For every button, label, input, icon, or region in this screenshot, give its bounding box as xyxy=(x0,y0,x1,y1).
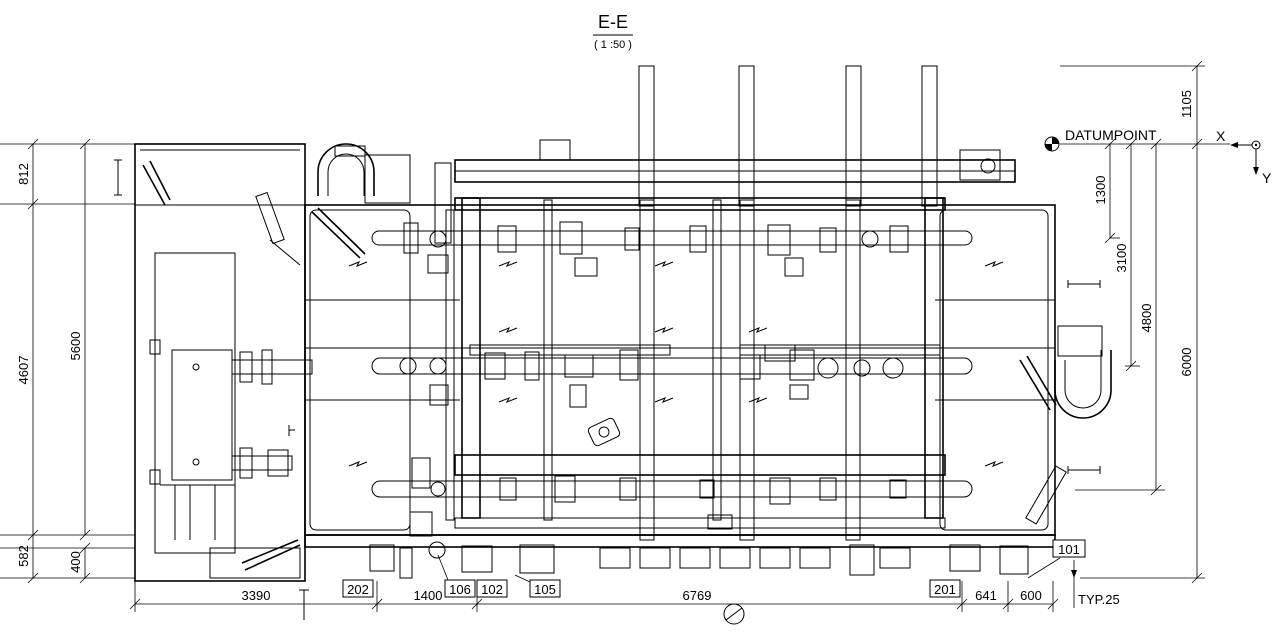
tag-106: 106 xyxy=(437,554,476,598)
tag-201: 201 xyxy=(929,579,961,598)
tag-102: 102 xyxy=(476,579,508,598)
dim-4800: 4800 xyxy=(1139,304,1154,333)
tag-101: 101 xyxy=(1052,539,1086,558)
dim-1300: 1300 xyxy=(1093,176,1108,205)
dim-1105: 1105 xyxy=(1179,90,1194,118)
dimension-lines xyxy=(0,60,1205,612)
dim-6769: 6769 xyxy=(683,588,712,603)
svg-text:105: 105 xyxy=(534,582,556,597)
svg-text:106: 106 xyxy=(449,582,471,597)
dim-400: 400 xyxy=(68,551,83,573)
dim-812: 812 xyxy=(16,163,31,185)
datum-point-icon xyxy=(1044,136,1060,152)
section-title: E-E xyxy=(598,12,628,32)
axis-triad-icon xyxy=(1230,140,1261,175)
dim-641: 641 xyxy=(975,588,997,603)
svg-text:202: 202 xyxy=(347,582,369,597)
svg-text:102: 102 xyxy=(481,582,503,597)
x-axis-label: X xyxy=(1216,128,1226,144)
typ-note: TYP.25 xyxy=(1078,592,1120,607)
dim-6000: 6000 xyxy=(1179,348,1194,377)
dim-1400: 1400 xyxy=(414,588,443,603)
equipment-outline xyxy=(114,65,1112,620)
dim-600: 600 xyxy=(1020,588,1042,603)
y-axis-label: Y xyxy=(1262,170,1272,186)
dim-582: 582 xyxy=(16,545,31,567)
svg-text:201: 201 xyxy=(934,582,956,597)
dim-3100: 3100 xyxy=(1114,244,1129,273)
tag-105: 105 xyxy=(514,574,561,598)
dim-4607: 4607 xyxy=(16,356,31,385)
dim-5600: 5600 xyxy=(68,332,83,361)
tag-202: 202 xyxy=(342,579,374,598)
dim-3390: 3390 xyxy=(242,588,271,603)
datum-label: DATUMPOINT xyxy=(1065,127,1157,143)
svg-text:101: 101 xyxy=(1058,542,1080,557)
centerline-symbol-icon xyxy=(723,603,745,625)
section-scale: ( 1 :50 ) xyxy=(594,39,632,51)
